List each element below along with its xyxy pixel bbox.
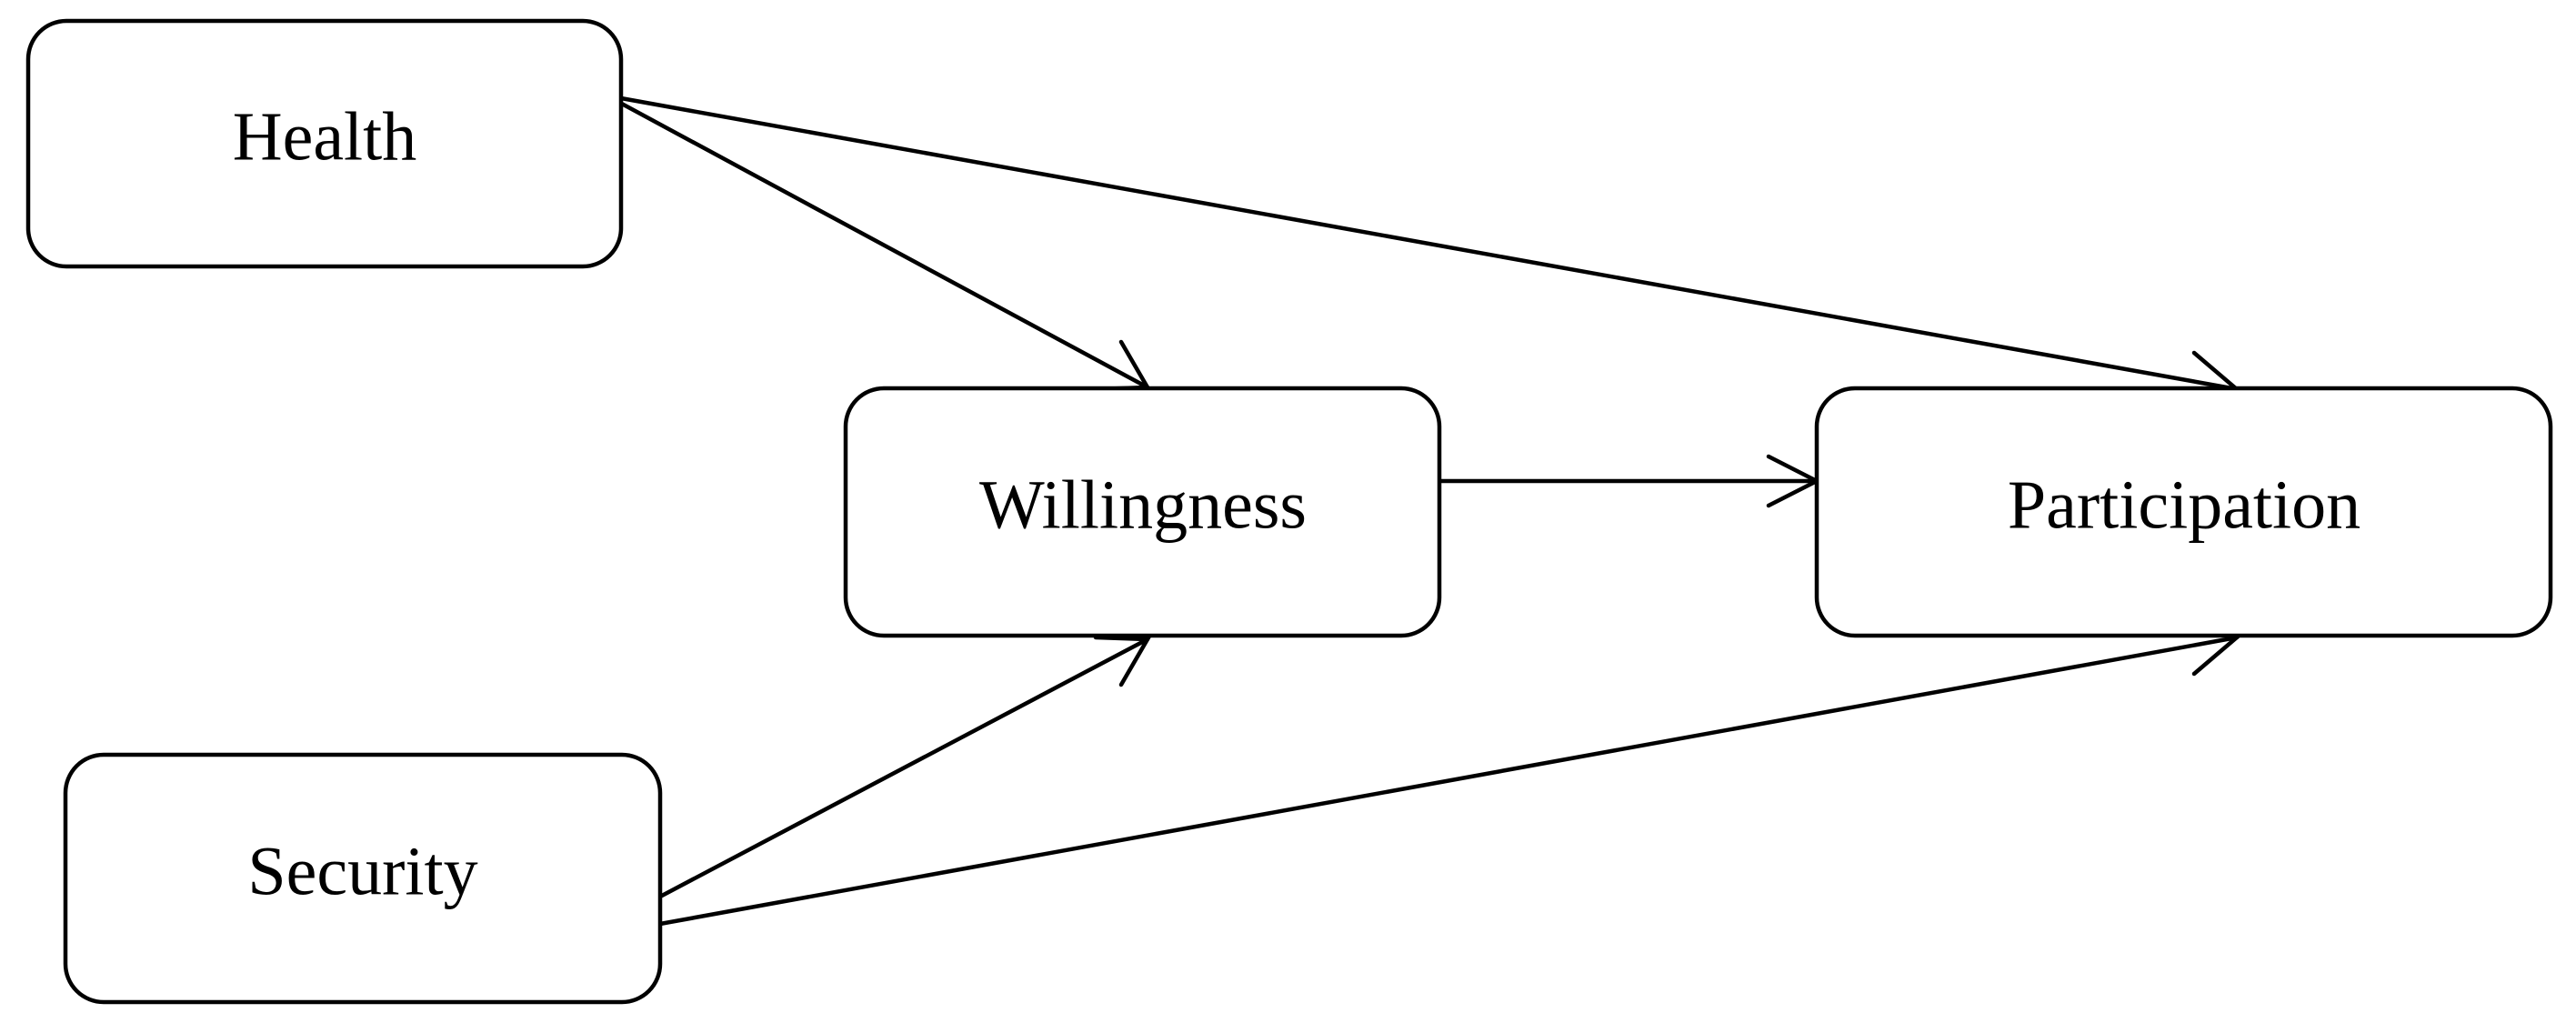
edge-health-participation <box>618 95 2240 392</box>
node-willingness-box <box>843 386 1442 638</box>
node-security-box <box>63 752 663 1005</box>
node-health: Health <box>25 18 624 269</box>
node-participation-label: Participation <box>2008 466 2360 543</box>
edge-security-participation <box>657 635 2240 927</box>
node-security-label: Security <box>247 833 477 909</box>
edge-health-willingness <box>616 99 1150 390</box>
node-participation: Participation <box>1814 386 2553 638</box>
arrowhead-security-willingness <box>1093 635 1151 687</box>
node-health-box <box>25 18 624 269</box>
edge-security-willingness <box>657 637 1150 899</box>
edges-layer <box>616 95 2241 927</box>
nodes-layer: Health Willingness Participation Securit… <box>25 18 2553 1005</box>
node-health-label: Health <box>233 98 417 175</box>
node-willingness-label: Willingness <box>979 466 1307 543</box>
node-participation-box <box>1814 386 2553 638</box>
node-security: Security <box>63 752 663 1005</box>
node-willingness: Willingness <box>843 386 1442 638</box>
